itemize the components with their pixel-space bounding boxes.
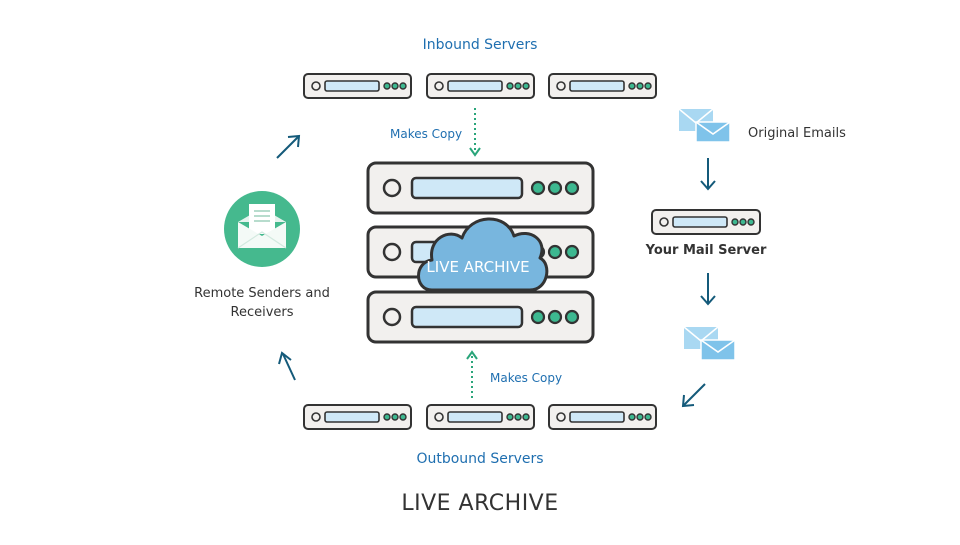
arrow-down-2 <box>700 273 716 306</box>
your-mail-server-label: Your Mail Server <box>645 243 767 258</box>
envelope-icon <box>683 326 736 361</box>
inbound-servers-label: Inbound Servers <box>422 37 538 53</box>
cloud-label: LIVE ARCHIVE <box>426 258 530 276</box>
outbound-server-1 <box>303 404 412 430</box>
arrow-up-right <box>276 134 301 159</box>
copy-arrow-up <box>466 350 478 398</box>
cloud-icon <box>417 217 549 292</box>
outbound-server-2 <box>426 404 535 430</box>
arrow-down-left <box>681 383 706 408</box>
archive-server-top <box>366 161 595 215</box>
inbound-server-2 <box>426 73 535 99</box>
inbound-server-1 <box>303 73 412 99</box>
makes-copy-top-label: Makes Copy <box>390 127 463 141</box>
envelope-icon <box>678 108 731 143</box>
remote-senders-label-line2: Receivers <box>230 305 294 320</box>
outbound-servers-label: Outbound Servers <box>416 451 544 467</box>
arrow-down-1 <box>700 158 716 191</box>
inbound-server-3 <box>548 73 657 99</box>
copy-arrow-down <box>469 108 481 157</box>
open-mail-icon <box>224 191 300 267</box>
archive-server-bottom <box>366 290 595 344</box>
makes-copy-bottom-label: Makes Copy <box>490 371 563 385</box>
your-mail-server <box>651 209 761 235</box>
arrow-up-left <box>278 351 296 381</box>
remote-senders-label-line1: Remote Senders and <box>194 286 330 301</box>
diagram-title: LIVE ARCHIVE <box>401 491 559 516</box>
outbound-server-3 <box>548 404 657 430</box>
original-emails-label: Original Emails <box>748 126 846 141</box>
